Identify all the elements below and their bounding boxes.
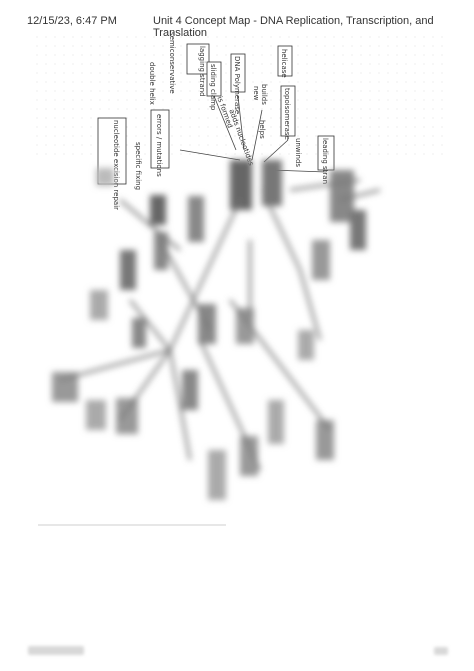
node-errors-mutations: errors / mutations: [150, 109, 170, 177]
node-topoisomerase: topoisomerase: [280, 85, 296, 140]
svg-text:specific fixing: specific fixing: [134, 142, 142, 190]
node-lagging-strand: lagging strand: [186, 43, 210, 97]
svg-text:lagging strand: lagging strand: [198, 46, 206, 97]
node-double-helix: double helix: [148, 62, 156, 105]
print-timestamp: 12/15/23, 6:47 PM: [27, 15, 117, 27]
svg-text:DNA Polymerase: DNA Polymerase: [233, 56, 241, 114]
svg-text:double helix: double helix: [148, 62, 156, 105]
node-dna-polymerase: DNA Polymerase: [230, 53, 246, 114]
svg-text:helps: helps: [258, 120, 266, 139]
svg-text:nucleotide excision repair: nucleotide excision repair: [112, 120, 120, 210]
node-specific-fixing: specific fixing: [134, 142, 142, 190]
footer-page-number-blurred: [434, 647, 448, 655]
node-builds-new: builds new: [252, 84, 268, 105]
node-nucleotide-excision-repair: nucleotide excision repair: [97, 117, 127, 210]
svg-text:leading stran: leading stran: [321, 138, 329, 184]
svg-text:semiconservative: semiconservative: [168, 32, 176, 94]
footer-brand-blurred: [28, 646, 84, 655]
svg-text:sliding clamp: sliding clamp: [209, 64, 217, 111]
svg-text:topoisomerase: topoisomerase: [283, 88, 291, 140]
node-leading-strand-right: leading stran: [317, 135, 335, 184]
svg-text:errors / mutations: errors / mutations: [155, 114, 163, 177]
svg-text:new: new: [252, 86, 260, 101]
node-helicase: helicase: [277, 45, 293, 78]
svg-text:helicase: helicase: [280, 49, 288, 78]
concept-map-blurred: [52, 160, 381, 500]
link-unwinds: unwinds: [294, 138, 302, 167]
link-helps: helps: [258, 120, 266, 139]
svg-text:unwinds: unwinds: [294, 138, 302, 167]
svg-text:builds: builds: [260, 84, 268, 105]
node-semiconservative: semiconservative: [168, 32, 176, 94]
